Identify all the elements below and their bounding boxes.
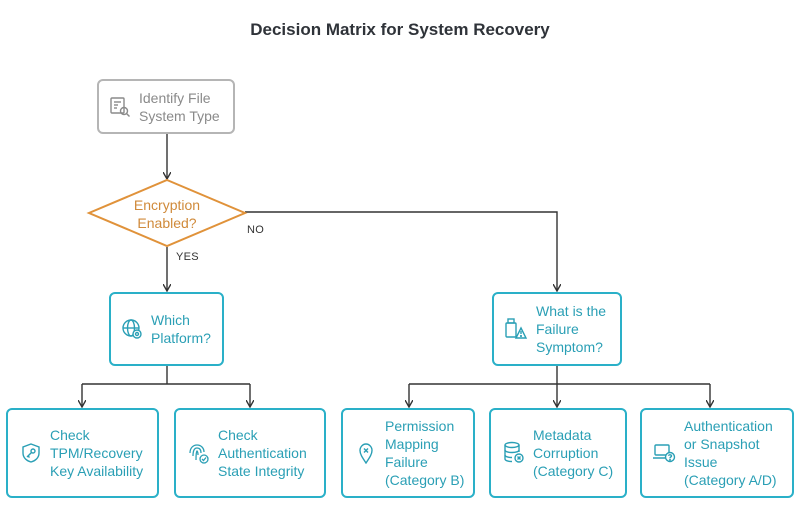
- location-x-icon: [357, 442, 375, 464]
- edge-label-no: NO: [247, 224, 265, 236]
- node-identify-label: Identify File System Type: [139, 89, 220, 124]
- node-platform-label: Which Platform?: [151, 312, 211, 346]
- node-auth-state-label: Check Authentication State Integrity: [218, 427, 307, 479]
- laptop-question-icon: [652, 442, 676, 464]
- node-identify-file-system: Identify File System Type: [97, 79, 235, 134]
- fingerprint-check-icon: [186, 441, 210, 465]
- node-symptom-label: What is the Failure Symptom?: [536, 303, 607, 355]
- node-which-platform: Which Platform?: [109, 292, 224, 366]
- node-check-auth-state: Check Authentication State Integrity: [174, 408, 326, 498]
- node-permission-failure: Permission Mapping Failure (Category B): [341, 408, 475, 498]
- node-metadata-label: Metadata Corruption (Category C): [533, 427, 614, 479]
- node-failure-symptom: What is the Failure Symptom?: [492, 292, 622, 366]
- key-shield-icon: [20, 442, 42, 464]
- database-x-icon: [503, 441, 525, 465]
- globe-gear-icon: [121, 318, 143, 340]
- page-title: Decision Matrix for System Recovery: [250, 20, 550, 39]
- node-permission-label: Permission Mapping Failure (Category B): [385, 418, 465, 488]
- edge-label-yes: YES: [176, 251, 199, 263]
- decision-diamond: [86, 178, 248, 248]
- node-tpm-label: Check TPM/Recovery Key Availability: [50, 427, 144, 479]
- file-search-icon: [109, 96, 131, 118]
- encryption-decision-label: Encryption Enabled?: [133, 197, 201, 231]
- node-metadata-corruption: Metadata Corruption (Category C): [489, 408, 627, 498]
- usb-warning-icon: [504, 317, 528, 341]
- node-check-tpm: Check TPM/Recovery Key Availability: [6, 408, 159, 498]
- node-auth-snapshot-issue: Authentication or Snapshot Issue (Catego…: [640, 408, 794, 498]
- node-auth-snapshot-label: Authentication or Snapshot Issue (Catego…: [684, 418, 777, 488]
- edge-encryption-symptom: [245, 211, 557, 290]
